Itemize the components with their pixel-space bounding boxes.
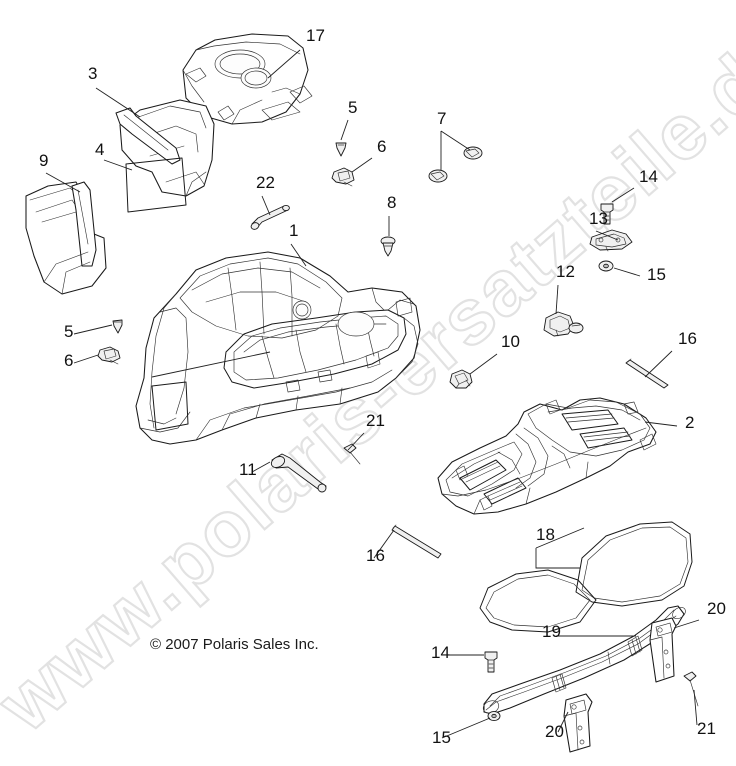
callout-14-lower[interactable]: 14 xyxy=(431,643,450,662)
part-1-front-cab-body xyxy=(135,251,421,445)
callout-5-lower[interactable]: 5 xyxy=(64,322,73,341)
callout-12[interactable]: 12 xyxy=(556,262,575,281)
part-9-right-inner-panel xyxy=(25,181,107,295)
callout-21-lower[interactable]: 21 xyxy=(697,719,716,738)
part-8-push-rivet xyxy=(380,236,396,257)
part-3-left-inner-panel xyxy=(115,99,215,197)
part-11-hinge-rod xyxy=(270,453,327,493)
part-7-grommet-pair xyxy=(428,146,483,183)
part-6-clip-lower xyxy=(97,346,121,365)
part-21-cotter-pin-lower xyxy=(683,671,699,707)
part-12-latch-assembly xyxy=(543,311,584,337)
callout-1[interactable]: 1 xyxy=(289,221,298,240)
callout-11[interactable]: 11 xyxy=(239,460,257,479)
callout-14-upper[interactable]: 14 xyxy=(639,167,658,186)
callout-9[interactable]: 9 xyxy=(39,151,48,170)
part-22-rivet-pin xyxy=(250,204,290,230)
callout-20-left[interactable]: 20 xyxy=(545,722,564,741)
callout-21-upper[interactable]: 21 xyxy=(366,411,385,430)
callout-8[interactable]: 8 xyxy=(387,193,396,212)
part-14-bolt-lower xyxy=(484,651,498,673)
callout-16-lower[interactable]: 16 xyxy=(366,546,385,565)
callout-2[interactable]: 2 xyxy=(685,413,694,432)
part-5-screw-lower xyxy=(112,319,123,334)
callout-3[interactable]: 3 xyxy=(88,64,97,83)
part-14-bolt-upper xyxy=(600,203,614,225)
callout-numbers: 17 3 5 7 6 4 9 14 22 8 13 1 15 12 5 10 1… xyxy=(39,26,726,747)
part-15-nut-lower xyxy=(487,710,501,722)
part-5-screw-upper xyxy=(335,142,347,157)
part-19-front-bumper xyxy=(482,605,686,715)
part-6-clip-upper xyxy=(331,167,355,187)
callout-10[interactable]: 10 xyxy=(501,332,520,351)
callout-18[interactable]: 18 xyxy=(536,525,555,544)
callout-13[interactable]: 13 xyxy=(589,209,608,228)
part-16-rod-lower xyxy=(391,524,442,559)
part-10-retainer-clip xyxy=(449,369,473,389)
part-13-latch-bracket xyxy=(589,229,633,252)
callout-19[interactable]: 19 xyxy=(542,622,561,641)
callout-22[interactable]: 22 xyxy=(256,173,275,192)
part-16-rod-upper xyxy=(625,358,669,389)
part-15-nut-upper xyxy=(598,260,614,272)
callout-17[interactable]: 17 xyxy=(306,26,325,45)
part-18-seal-gaskets xyxy=(479,521,693,633)
part-4-decal-plate xyxy=(125,157,187,213)
callout-6-lower[interactable]: 6 xyxy=(64,351,73,370)
leader-lines xyxy=(45,49,700,739)
callout-16-upper[interactable]: 16 xyxy=(678,329,697,348)
callout-4[interactable]: 4 xyxy=(95,140,104,159)
part-20-mounting-bracket-right xyxy=(649,617,677,683)
part-20-mounting-bracket-left xyxy=(563,693,593,753)
callout-20-right[interactable]: 20 xyxy=(707,599,726,618)
callout-15-upper[interactable]: 15 xyxy=(647,265,666,284)
callout-7[interactable]: 7 xyxy=(437,109,446,128)
part-2-front-rack xyxy=(437,397,657,515)
copyright-notice: © 2007 Polaris Sales Inc. xyxy=(150,636,319,653)
callout-5-upper[interactable]: 5 xyxy=(348,98,357,117)
callout-6-upper[interactable]: 6 xyxy=(377,137,386,156)
callout-15-lower[interactable]: 15 xyxy=(432,728,451,747)
